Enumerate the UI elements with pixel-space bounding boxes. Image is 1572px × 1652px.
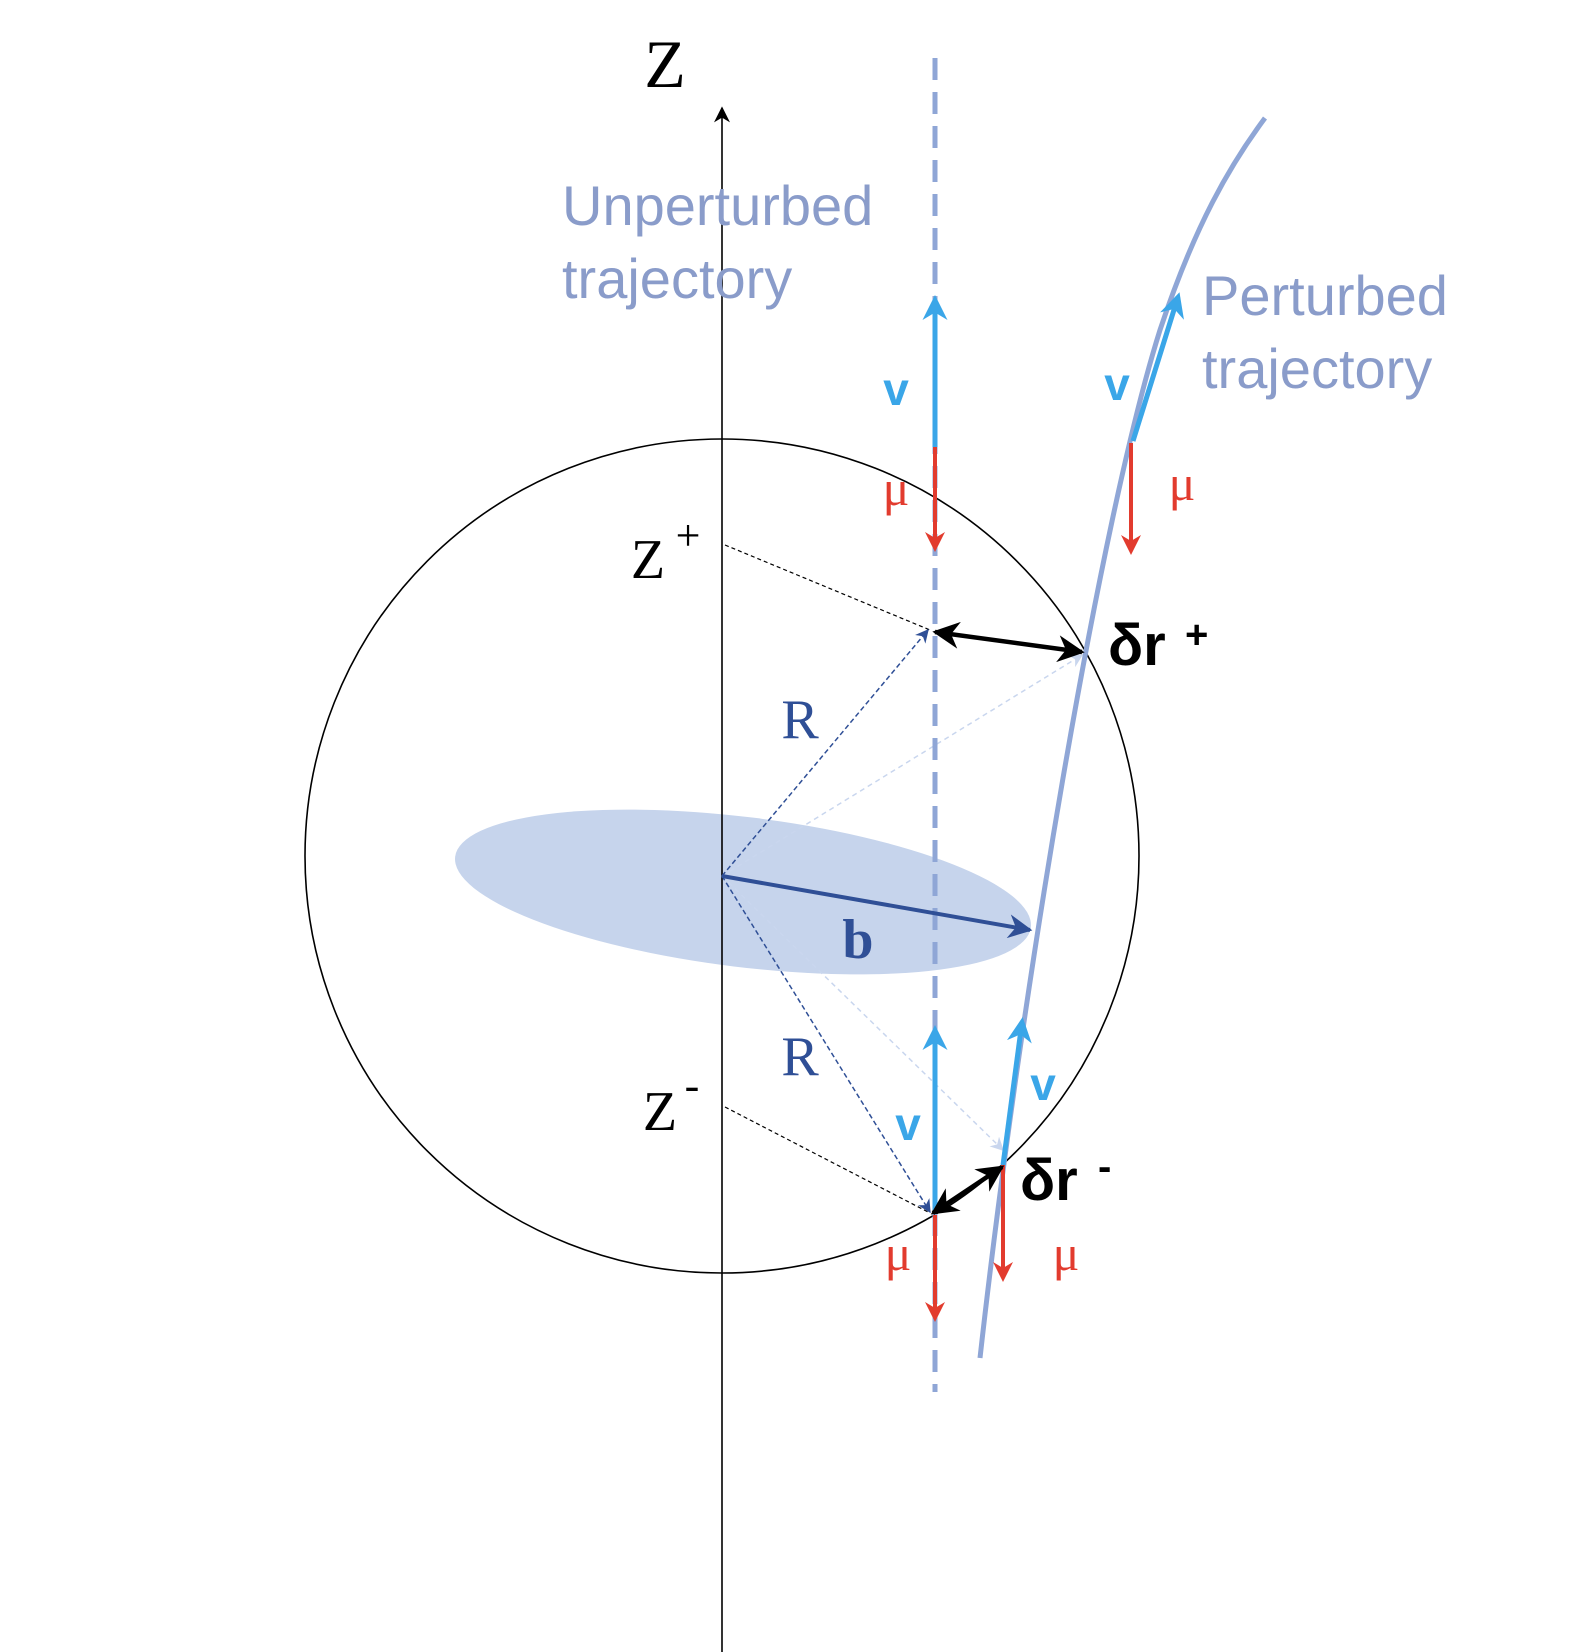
light-vector-top (721, 654, 1084, 877)
mu-label-perturbed-bottom: μ (1053, 1225, 1080, 1281)
velocity-label-perturbed-bottom: v (1030, 1058, 1056, 1110)
perturbed-label-line2: trajectory (1202, 337, 1432, 400)
impact-parameter-label: b (842, 909, 873, 971)
delta-r-plus-label: δr (1108, 613, 1166, 678)
perturbed-label-line1: Perturbed (1202, 264, 1448, 327)
delta-r-minus-superscript: - (1098, 1145, 1111, 1189)
velocity-label-unperturbed-bottom: v (895, 1098, 921, 1150)
z-minus-projection (724, 1106, 931, 1214)
delta-r-minus-arrow (930, 1165, 1005, 1215)
orbital-disk (455, 809, 1031, 975)
velocity-label-perturbed-top: v (1104, 358, 1130, 410)
z-axis-label: Z (644, 26, 686, 102)
z-plus-label: Z (631, 529, 665, 591)
radius-vector-top (721, 628, 929, 877)
light-vector-bottom (721, 875, 1004, 1151)
velocity-arrow-perturbed-top (1130, 292, 1184, 442)
radius-label-bottom: R (781, 1026, 819, 1088)
z-minus-superscript: - (685, 1061, 700, 1110)
z-plus-projection (724, 544, 931, 631)
mu-label-unperturbed-bottom: μ (885, 1225, 912, 1281)
z-plus-superscript: + (676, 511, 701, 560)
impact-parameter-vector (721, 874, 1033, 939)
mu-label-perturbed-top: μ (1169, 455, 1196, 511)
radius-vector-bottom (721, 875, 931, 1214)
mu-label-unperturbed-top: μ (883, 460, 910, 516)
unperturbed-label-line2: trajectory (562, 247, 792, 310)
delta-r-plus-superscript: + (1185, 613, 1208, 657)
velocity-arrow-perturbed-bottom (1000, 1017, 1032, 1166)
delta-r-plus-arrow (932, 621, 1085, 663)
radius-label-top: R (781, 689, 819, 751)
velocity-label-unperturbed-top: v (883, 363, 909, 415)
unperturbed-label-line1: Unperturbed (562, 174, 873, 237)
delta-r-minus-label: δr (1020, 1148, 1078, 1213)
z-minus-label: Z (643, 1081, 677, 1143)
